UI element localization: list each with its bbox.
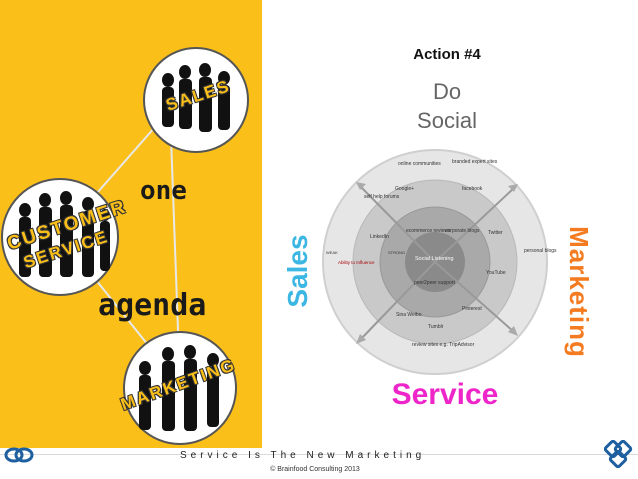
sales-vertical-label: Sales xyxy=(282,234,313,308)
wheel-youtube: YouTube xyxy=(486,270,506,276)
service-label: Service xyxy=(391,378,499,411)
wheel-pinterest: Pinterest xyxy=(462,306,482,312)
action-title: Action #4 xyxy=(413,46,481,63)
left-panel: SALES CUSTOMER SERVICE MARKETING one age… xyxy=(0,0,262,448)
wheel-linkedin: LinkedIn xyxy=(370,234,389,240)
wheel-ecommerce-reviews: ecommerce reviews xyxy=(406,228,451,234)
social-label: Social xyxy=(417,108,477,133)
triangle-diagram xyxy=(1,47,249,445)
one-handwritten-word: one xyxy=(140,176,187,206)
brainfood-logo-icon-right xyxy=(604,440,633,468)
wheel-google-plus: Google+ xyxy=(395,186,414,192)
wheel-weak-label: WEAK xyxy=(326,250,338,255)
wheel-branded-expert-sites: branded expert sites xyxy=(452,159,498,165)
brainfood-logo-icon-left xyxy=(4,447,34,463)
footer-copyright: © Brainfood Consulting 2013 xyxy=(270,466,360,473)
wheel-social-listening: Social Listening xyxy=(415,256,454,262)
wheel-peer2peer-support: peer2peer support xyxy=(414,280,455,286)
agenda-handwritten-word: agenda xyxy=(98,288,207,323)
social-wheel-diagram: online communities branded expert sites … xyxy=(322,149,557,375)
wheel-corporate-blogs: corporate blogs xyxy=(445,228,480,234)
footer-tagline: Service Is The New Marketing xyxy=(180,450,426,461)
wheel-online-communities: online communities xyxy=(398,161,441,167)
wheel-tumblr: Tumblr xyxy=(428,324,444,330)
wheel-ability-to-influence: Ability to Influence xyxy=(338,260,375,265)
wheel-personal-blogs: personal blogs xyxy=(524,248,557,254)
wheel-strong-label: STRONG xyxy=(388,250,405,255)
marketing-people-silhouettes xyxy=(139,345,219,431)
footer-divider xyxy=(0,454,638,455)
do-label: Do xyxy=(432,79,462,104)
wheel-facebook: facebook xyxy=(462,186,483,192)
customer-service-silhouettes xyxy=(19,191,110,277)
sales-people-silhouettes xyxy=(162,63,230,132)
wheel-self-help-forums: self help forums xyxy=(364,194,400,200)
wheel-review-sites: review sites e.g. TripAdvisor xyxy=(412,342,475,348)
wheel-sina-weibo: Sina Weibo xyxy=(396,312,422,318)
marketing-vertical-label: Marketing xyxy=(564,226,594,358)
wheel-twitter: Twitter xyxy=(488,230,503,236)
